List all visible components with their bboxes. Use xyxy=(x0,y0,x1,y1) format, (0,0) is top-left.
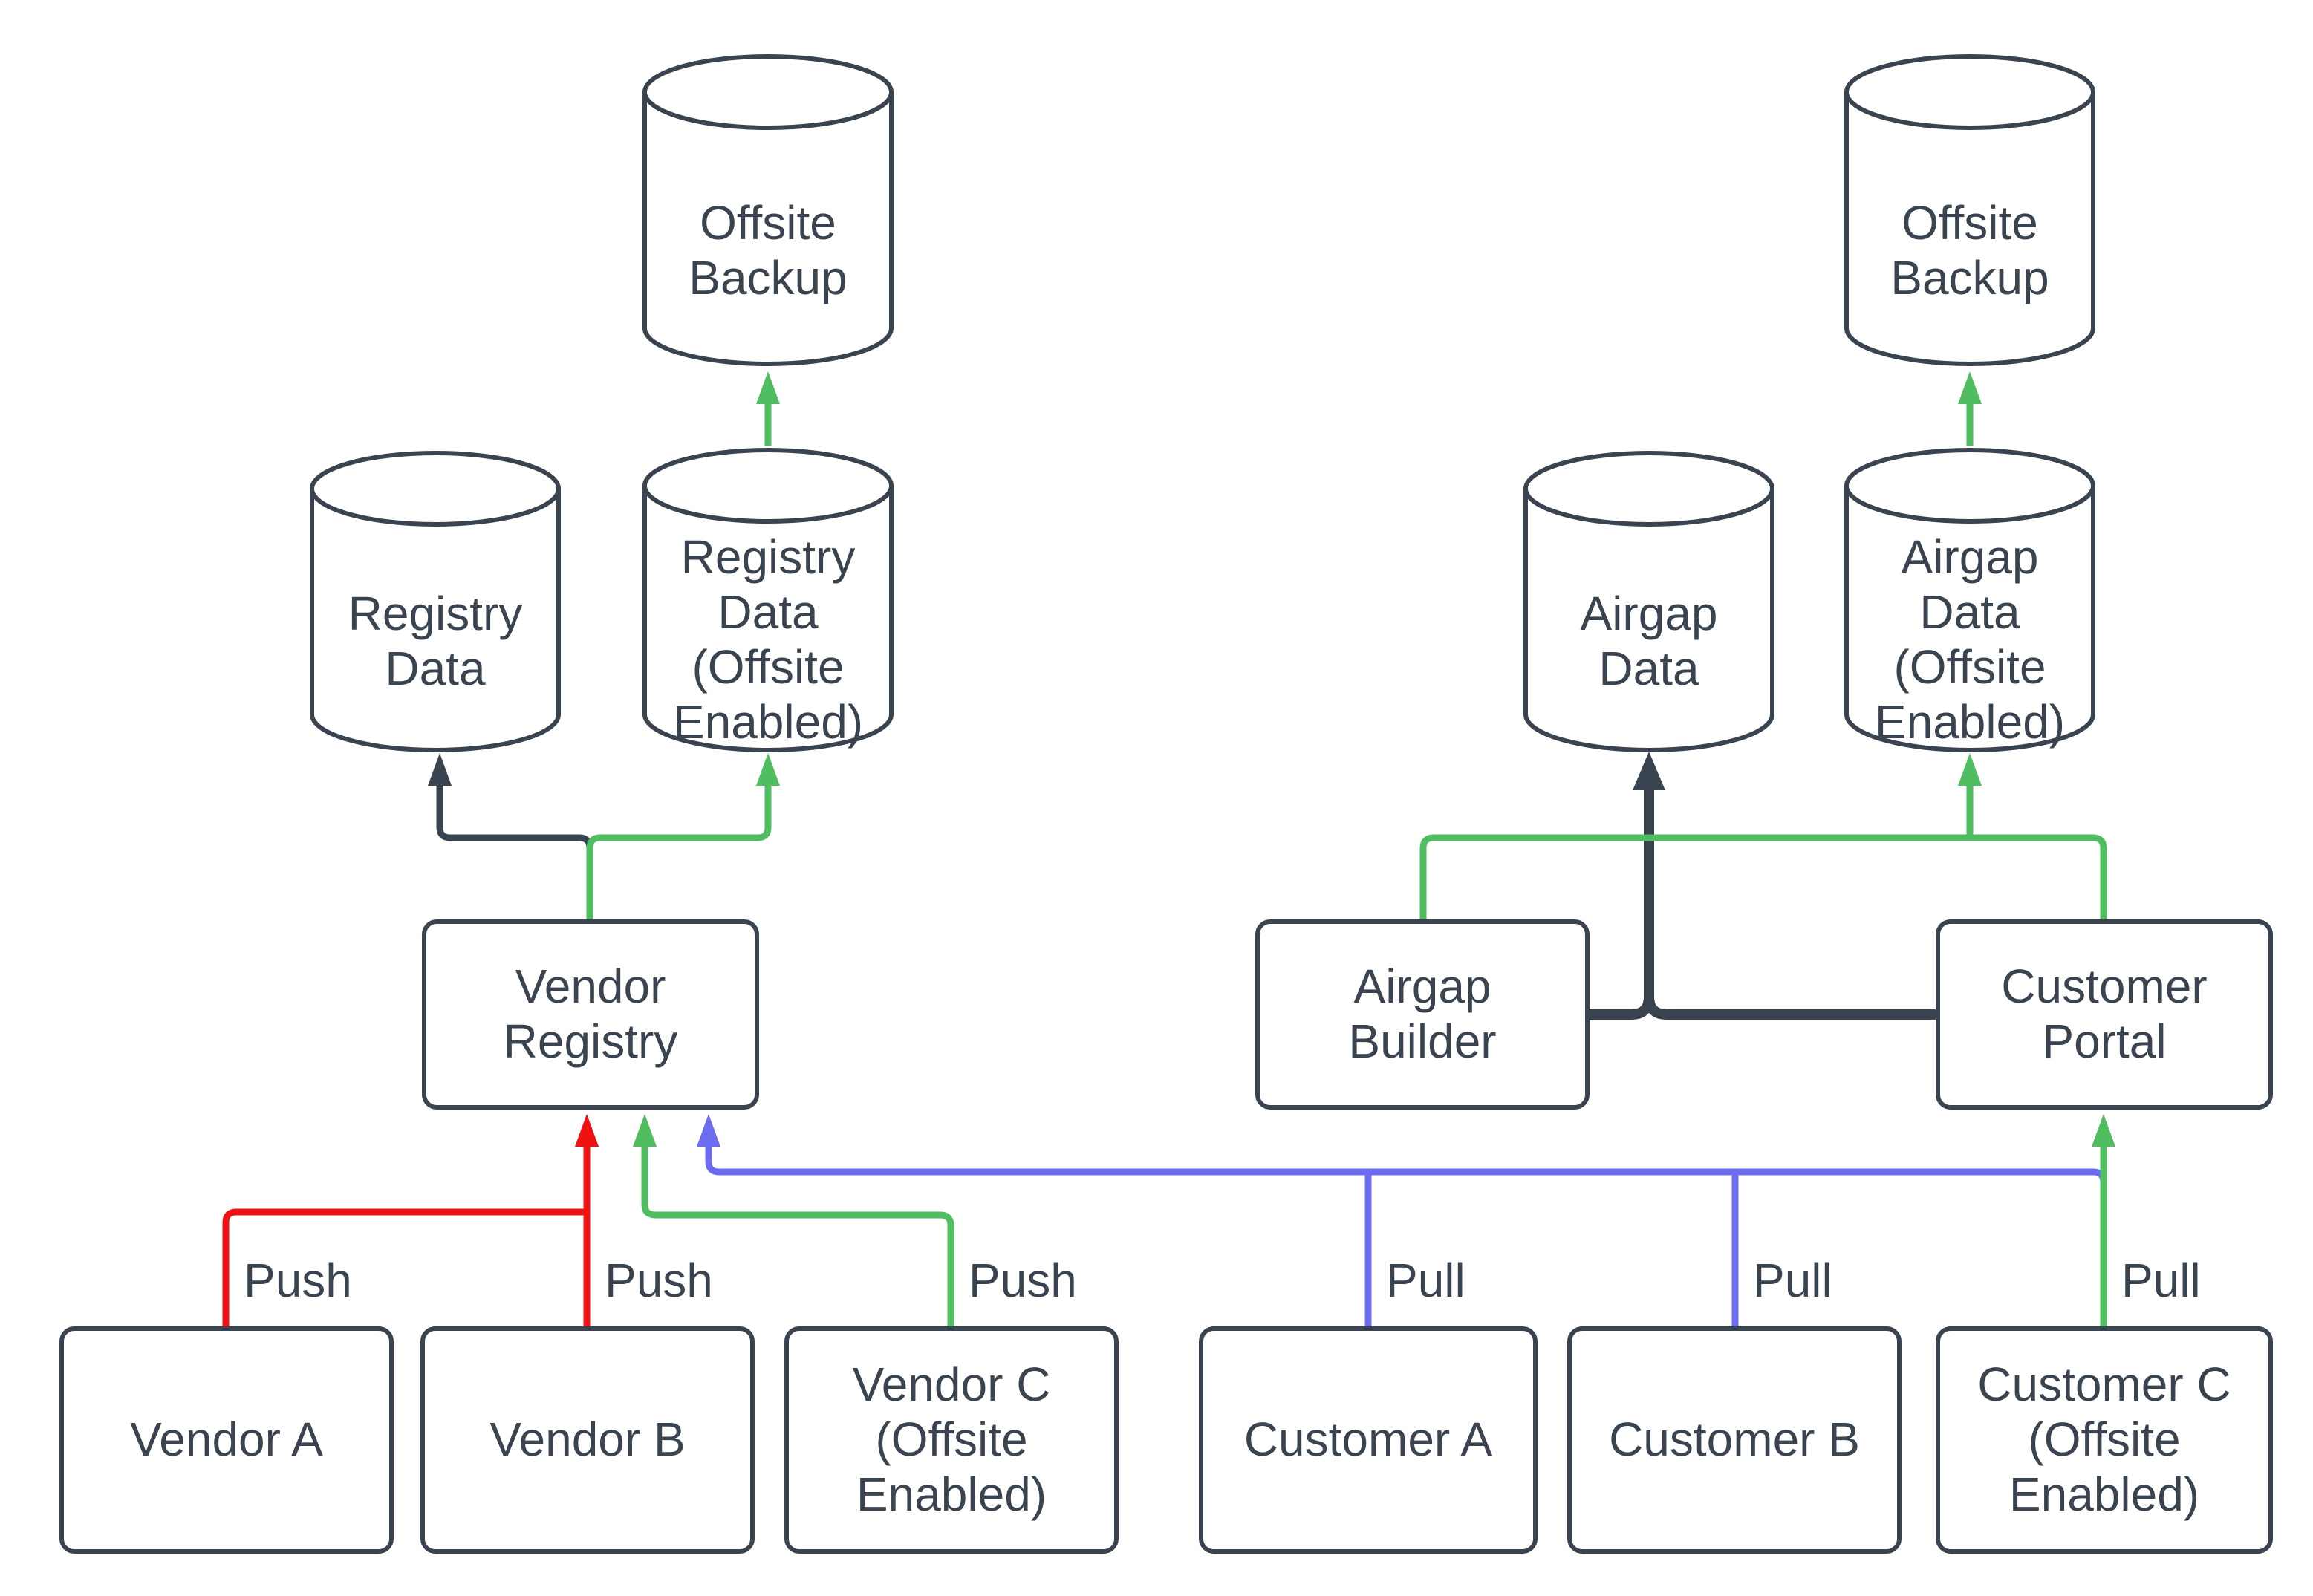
offsite-backup-right-label: Offsite Backup xyxy=(1890,195,2049,304)
cylinder-shape xyxy=(642,54,894,366)
airgap-data-offsite-label: Airgap Data (Offsite Enabled) xyxy=(1874,530,2066,749)
cylinder-registry-data: Registry Data xyxy=(308,449,563,755)
pull-label-customer-b: Pull xyxy=(1753,1254,1832,1307)
push-label-vendor-b: Push xyxy=(605,1254,713,1307)
cylinder-airgap-data: Airgap Data xyxy=(1521,449,1777,755)
cylinder-shape xyxy=(310,451,561,752)
cylinder-shape xyxy=(1844,54,2095,366)
vendor-c-label: Vendor C (Offsite Enabled) xyxy=(852,1358,1051,1521)
cylinder-airgap-data-offsite: Airgap Data (Offsite Enabled) xyxy=(1842,446,2098,755)
edge-vendor-registry-to-registry-data xyxy=(428,753,593,919)
edge-builder-portal-to-airgap-data xyxy=(1590,752,1936,1020)
vendor-registry-label: Vendor Registry xyxy=(503,960,678,1068)
customer-b-box: Customer B xyxy=(1567,1326,1902,1554)
pull-label-customer-a: Pull xyxy=(1386,1254,1465,1307)
pull-label-customer-c: Pull xyxy=(2121,1254,2201,1307)
vendor-b-box: Vendor B xyxy=(420,1326,755,1554)
vendor-a-label: Vendor A xyxy=(130,1413,323,1466)
cylinder-registry-data-offsite: Registry Data (Offsite Enabled) xyxy=(640,446,896,755)
airgap-data-label: Airgap Data xyxy=(1580,587,1718,695)
cylinder-shape xyxy=(642,448,894,752)
cylinder-shape xyxy=(1844,448,2095,752)
vendor-b-label: Vendor B xyxy=(489,1413,686,1466)
edge-vendor-b-push xyxy=(575,1114,599,1326)
cylinder-offsite-backup-left: Offsite Backup xyxy=(640,52,896,368)
push-label-vendor-a: Push xyxy=(244,1254,352,1307)
vendor-c-box: Vendor C (Offsite Enabled) xyxy=(784,1326,1119,1554)
customer-c-box: Customer C (Offsite Enabled) xyxy=(1936,1326,2273,1554)
customer-portal-box: Customer Portal xyxy=(1936,919,2273,1110)
customer-c-label: Customer C (Offsite Enabled) xyxy=(1977,1358,2231,1521)
push-label-vendor-c: Push xyxy=(969,1254,1077,1307)
vendor-a-box: Vendor A xyxy=(59,1326,394,1554)
registry-data-offsite-label: Registry Data (Offsite Enabled) xyxy=(672,530,864,749)
cylinder-shape xyxy=(1523,451,1774,752)
vendor-registry-box: Vendor Registry xyxy=(422,919,759,1110)
customer-a-label: Customer A xyxy=(1243,1413,1493,1466)
airgap-builder-label: Airgap Builder xyxy=(1348,960,1497,1068)
edge-airgap-offsite-to-backup xyxy=(1958,371,1982,446)
customer-a-box: Customer A xyxy=(1199,1326,1538,1554)
edge-vendor-registry-to-offsite-data xyxy=(586,753,780,919)
customer-b-label: Customer B xyxy=(1609,1413,1860,1466)
cylinder-offsite-backup-right: Offsite Backup xyxy=(1842,52,2098,368)
registry-data-label: Registry Data xyxy=(348,587,523,695)
customer-portal-label: Customer Portal xyxy=(2001,960,2208,1068)
edge-registry-offsite-to-backup xyxy=(756,371,780,446)
airgap-builder-box: Airgap Builder xyxy=(1255,919,1590,1110)
edge-builder-portal-to-airgap-offsite xyxy=(1419,753,2107,919)
edge-customer-c-pull xyxy=(2092,1114,2115,1326)
offsite-backup-left-label: Offsite Backup xyxy=(689,195,848,304)
